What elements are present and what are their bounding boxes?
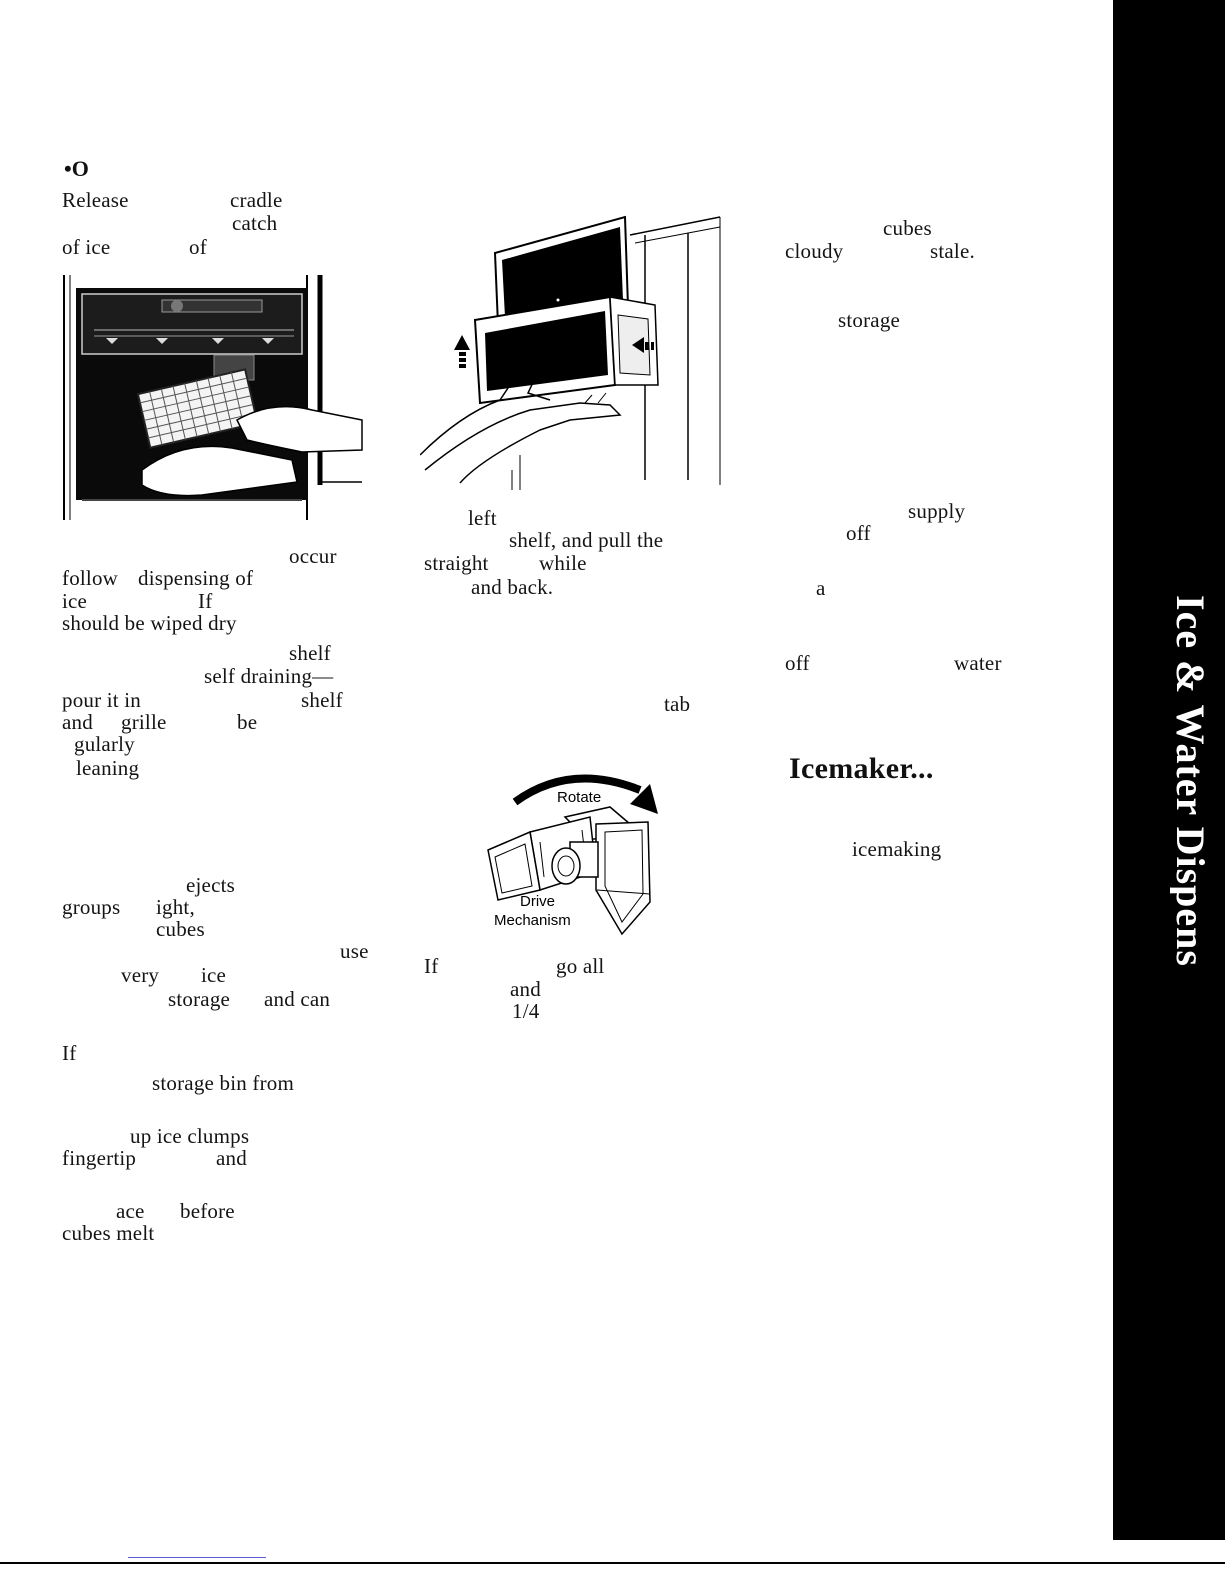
middle-text-fragment: while (539, 551, 587, 575)
right-text-fragment: off (785, 651, 810, 675)
left-text-fragment: catch (232, 211, 278, 235)
left-text-fragment: grille (121, 710, 167, 734)
left-text-fragment: very (121, 963, 160, 987)
bottom-rule (0, 1562, 1225, 1564)
left-text-fragment: occur (289, 544, 337, 568)
left-text-fragment: and can (264, 987, 331, 1011)
middle-text-fragment: and back. (471, 575, 554, 599)
left-text-fragment: cubes (156, 917, 205, 941)
right-text-fragment: supply (908, 499, 966, 523)
middle-text-fragment: tab (664, 692, 691, 716)
left-text-fragment: and (216, 1146, 247, 1170)
rotate-label: Rotate (557, 789, 601, 806)
left-text-fragment: follow (62, 566, 119, 590)
drive-mechanism-rotate-drawing: Rotate Drive Mechanism (487, 774, 658, 936)
right-text-fragment: icemaking (852, 837, 942, 861)
left-text-fragment: Release (62, 188, 129, 212)
right-text-fragment: a (816, 576, 826, 600)
dispenser-cleaning-photo (63, 275, 363, 520)
drive-label: Drive (520, 893, 555, 910)
left-text-fragment: use (340, 939, 369, 963)
middle-text-fragment: straight (424, 551, 489, 575)
left-text-fragment: of (189, 235, 207, 259)
left-text-fragment: gularly (74, 732, 135, 756)
middle-text-fragment: shelf, and pull the (509, 528, 664, 552)
sidebar-tab (1113, 0, 1225, 1540)
sidebar-title: Ice & Water Dispenser (1170, 595, 1210, 965)
left-text-fragment: storage (168, 987, 231, 1011)
left-text-fragment: ace (116, 1199, 145, 1223)
left-text-fragment: ejects (186, 873, 236, 897)
ice-storage-bin-removal-drawing (420, 215, 721, 490)
right-text-fragment: stale. (930, 239, 975, 263)
left-text-fragment: self draining— (204, 664, 334, 688)
middle-text-fragment: 1/4 (512, 999, 540, 1023)
right-text-fragment: cloudy (785, 239, 844, 263)
right-text-fragment: water (954, 651, 1002, 675)
footer-link-underline[interactable] (128, 1557, 266, 1558)
left-text-fragment: and (62, 710, 93, 734)
left-text-fragment: before (180, 1199, 235, 1223)
middle-text-fragment: and (510, 977, 541, 1001)
left-text-fragment: If (62, 1041, 77, 1065)
left-text-fragment: groups (62, 895, 121, 919)
mechanism-label: Mechanism (494, 912, 571, 929)
left-text-fragment: storage bin from (152, 1071, 294, 1095)
left-text-fragment: cubes melt (62, 1221, 155, 1245)
middle-text-fragment: left (468, 506, 497, 530)
left-text-fragment: shelf (289, 641, 331, 665)
left-text-fragment: of ice (62, 235, 111, 259)
left-text-fragment: dispensing of (138, 566, 254, 590)
left-text-fragment: If (198, 589, 213, 613)
left-text-fragment: pour it in (62, 688, 141, 712)
left-text-fragment: shelf (301, 688, 343, 712)
right-text-fragment: storage (838, 308, 901, 332)
left-text-fragment: ice (201, 963, 227, 987)
left-text-fragment: fingertip (62, 1146, 137, 1170)
middle-text-fragment: If (424, 954, 439, 978)
section-heading-fragment: •O (64, 156, 89, 181)
left-text-fragment: ight, (156, 895, 195, 919)
icemaker-heading: Icemaker... (789, 752, 934, 785)
left-text-fragment: cradle (230, 188, 283, 212)
left-text-fragment: be (237, 710, 258, 734)
right-text-fragment: cubes (883, 216, 932, 240)
middle-text-fragment: go all (556, 954, 605, 978)
left-text-fragment: ice (62, 589, 88, 613)
right-text-fragment: off (846, 521, 871, 545)
left-text-fragment: should be wiped dry (62, 611, 237, 635)
left-text-fragment: up ice clumps (130, 1124, 250, 1148)
left-text-fragment: leaning (76, 756, 140, 780)
